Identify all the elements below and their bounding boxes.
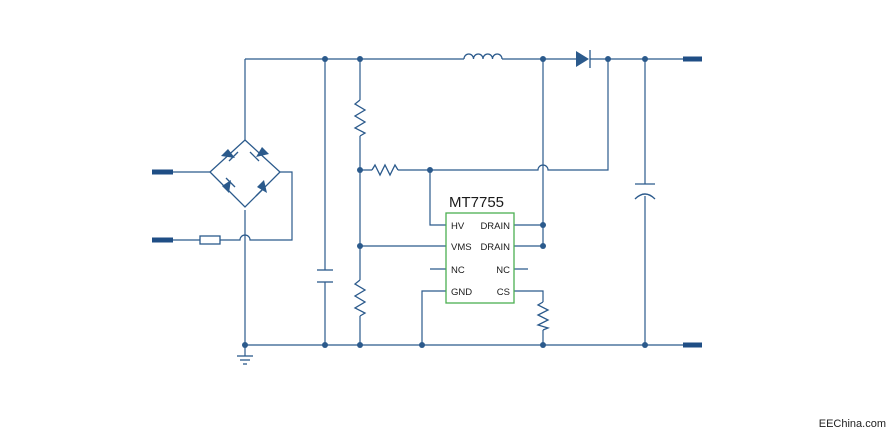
junction-dots (242, 56, 648, 348)
input-capacitor-icon (317, 269, 333, 283)
bridge-rectifier (209, 139, 281, 208)
ic-pin-left-1: HV (451, 221, 465, 232)
ic-chip: MT7755 HV VMS NC GND DRAIN DRAIN NC CS (445, 194, 515, 304)
resistor-cs-sense-icon (536, 301, 550, 331)
resistor-lower-divider-icon (353, 279, 367, 317)
ic-pin-right-3: NC (496, 265, 510, 276)
bridge-diode-lower-right-icon (255, 180, 267, 197)
wires (173, 58, 683, 356)
ic-pin-left-2: VMS (451, 242, 472, 253)
bridge-diode-upper-left-icon (221, 149, 239, 162)
ic-pin-right-2: DRAIN (480, 242, 510, 253)
watermark: EEChina.com (819, 418, 886, 430)
bridge-diode-upper-right-icon (249, 147, 269, 162)
ground-icon (237, 355, 253, 365)
ic-pin-left-4: GND (451, 287, 472, 298)
resistor-hv-feed-icon (371, 163, 399, 177)
ic-pin-right-4: CS (497, 287, 510, 298)
fuse-icon (199, 235, 221, 245)
ic-pin-left-3: NC (451, 265, 465, 276)
ic-body (445, 212, 515, 304)
output-capacitor-icon (634, 183, 656, 200)
bridge-diode-lower-left-icon (222, 177, 236, 193)
output-diode-icon (576, 50, 591, 68)
ic-pin-right-1: DRAIN (480, 221, 510, 232)
resistor-upper-divider-icon (353, 99, 367, 137)
ic-name: MT7755 (449, 194, 504, 211)
inductor-icon (463, 53, 503, 60)
